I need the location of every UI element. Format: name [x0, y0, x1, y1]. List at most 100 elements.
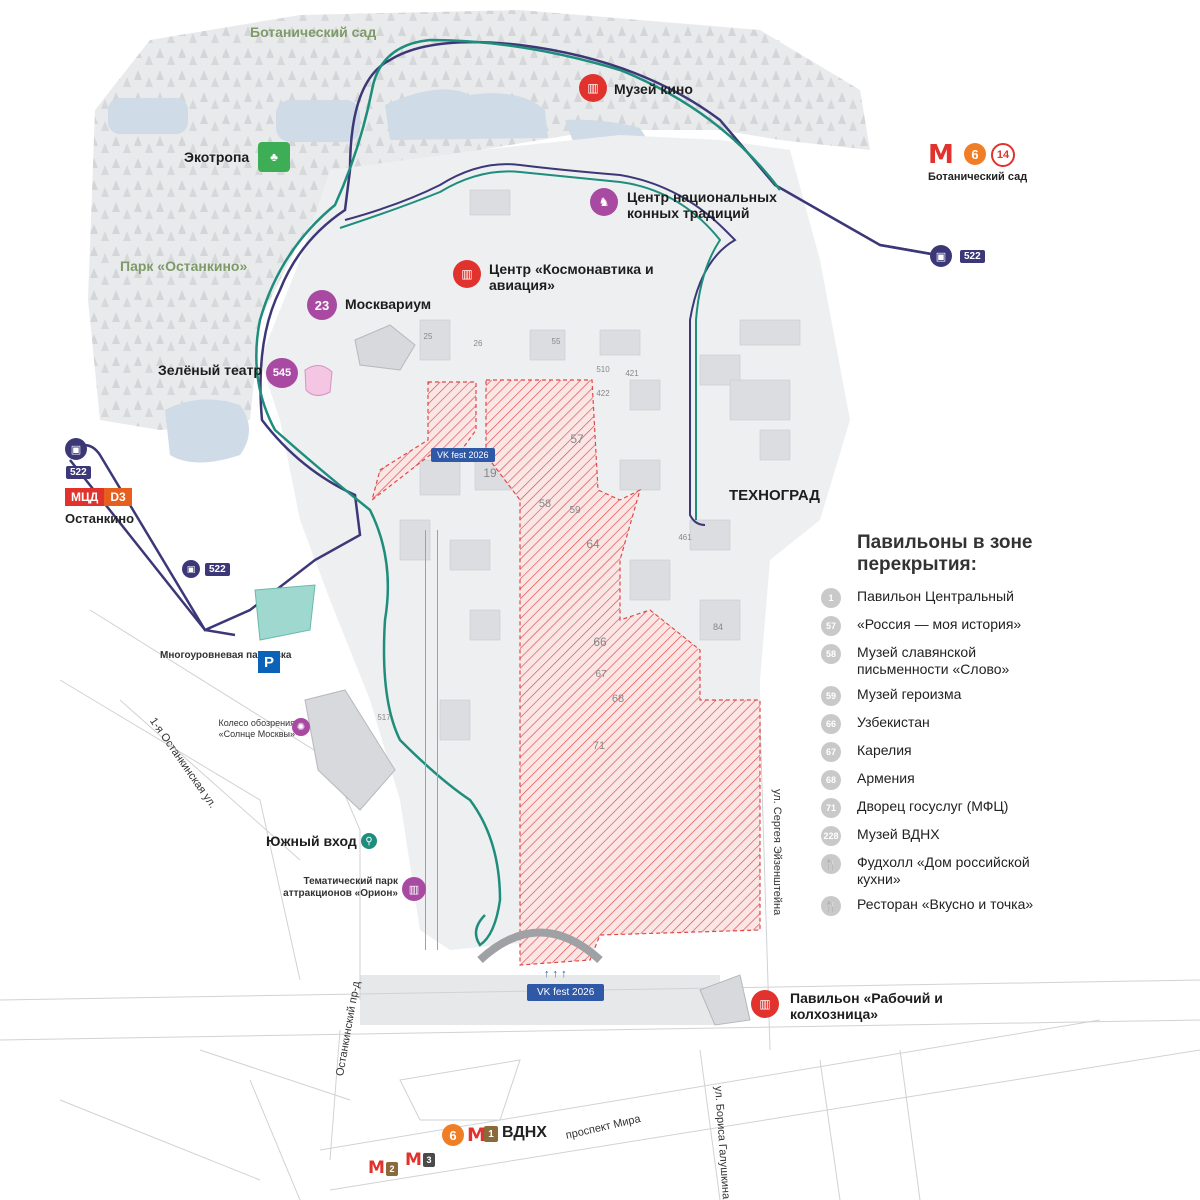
pavilion-number-badge: 67	[821, 742, 841, 762]
ferris-wheel-icon[interactable]: ✺	[292, 718, 310, 736]
pavilion-number-badge: 59	[821, 686, 841, 706]
pavilion-number-badge: 58	[821, 644, 841, 664]
svg-text:517: 517	[377, 713, 391, 722]
ecotrail-label[interactable]: Экотропа	[184, 149, 250, 165]
moskvarium-building	[354, 324, 416, 371]
theme-park-label[interactable]: Тематический парк аттракционов «Орион»	[283, 876, 398, 899]
legend-item-label: Музей героизма	[857, 686, 962, 702]
svg-text:71: 71	[593, 740, 605, 752]
metro-botanical-label[interactable]: Ботанический сад	[928, 171, 1028, 183]
film-museum-label[interactable]: Музей кино	[614, 81, 693, 97]
museum-icon[interactable]: ▥	[579, 74, 607, 102]
metro-icon: M	[368, 1158, 385, 1178]
museum-icon[interactable]: ▥	[453, 260, 481, 288]
metro-line-1-badge: 1	[484, 1126, 498, 1142]
cosmonautics-center-label[interactable]: Центр «Космонавтика и авиация»	[489, 261, 654, 293]
pavilion-number-badge: 57	[821, 616, 841, 636]
fork-icon: 🍴	[821, 854, 841, 874]
svg-text:64: 64	[586, 537, 600, 551]
park-ostankino-label: Парк «Останкино»	[120, 258, 248, 274]
closure-zone	[370, 381, 477, 502]
central-arch	[477, 928, 603, 963]
bus-stop-icon[interactable]: ▣	[930, 245, 952, 267]
pavilion-number-badge: 68	[821, 770, 841, 790]
moskvarium-badge[interactable]: 23	[307, 290, 337, 320]
moskvarium-label[interactable]: Москвариум	[345, 296, 432, 312]
mcd-label: МЦД	[65, 488, 105, 506]
pavilion-number-badge: 66	[821, 714, 841, 734]
bus-route-link	[879, 243, 938, 257]
green-theatre-shape	[304, 365, 333, 396]
electrobus-route-inner	[344, 163, 737, 526]
cable-line	[425, 530, 426, 950]
legend-item-label: Павильон Центральный	[857, 588, 1014, 604]
legend-item: 🍴Фудхолл «Дом российской кухни»	[820, 854, 1080, 888]
metro-icon: M	[928, 140, 954, 170]
stadium-building	[304, 689, 396, 811]
svg-text:26: 26	[474, 339, 483, 348]
pavilion-number-badge: 1	[821, 588, 841, 608]
legend-item: 67 Карелия	[820, 742, 1080, 762]
green-theatre-badge[interactable]: 545	[266, 358, 298, 388]
legend-item-label: Карелия	[857, 742, 912, 758]
vk-fest-tag: VK fest 2026	[527, 984, 605, 1001]
svg-text:84: 84	[713, 622, 723, 632]
south-entrance-label[interactable]: Южный вход	[266, 833, 357, 849]
legend-list: 1 Павильон Центральный 57«Россия — моя ист…	[820, 588, 1080, 916]
svg-text:25: 25	[424, 332, 433, 341]
museum-icon[interactable]: ▥	[751, 990, 779, 1018]
bus-route-number: 522	[960, 250, 985, 263]
legend-title: Павильоны в зоне перекрытия:	[857, 532, 1033, 575]
svg-text:59: 59	[569, 505, 581, 516]
horse-center-label[interactable]: Центр национальных конных традиций	[627, 189, 777, 221]
ferris-wheel-label[interactable]: Колесо обозрения «Солнце Москвы»	[218, 718, 296, 739]
lake	[385, 89, 548, 140]
horse-icon[interactable]: ♞	[590, 188, 618, 216]
legend-item: 57«Россия — моя история»	[820, 616, 1080, 636]
fork-icon: 🍴	[821, 896, 841, 916]
svg-text:422: 422	[596, 389, 610, 398]
svg-text:461: 461	[678, 533, 692, 542]
svg-text:68: 68	[612, 693, 624, 705]
svg-text:55: 55	[552, 337, 561, 346]
legend-item: 59 Музей героизма	[820, 686, 1080, 706]
parking-label[interactable]: Многоуровневая парковка	[160, 650, 292, 661]
bus-route-number: 522	[66, 466, 91, 479]
mcd-badge: МЦД D3	[65, 488, 132, 506]
lake	[108, 98, 188, 134]
metro-line-3-badge: 3	[423, 1153, 435, 1167]
worker-pavilion-building	[699, 974, 751, 1026]
closure-legend: Павильоны в зоне перекрытия: 1 Павильон Ц…	[820, 532, 1080, 924]
botanical-garden-label: Ботанический сад	[250, 24, 377, 40]
worker-pavilion-label[interactable]: Павильон «Рабочий и колхозница»	[790, 990, 943, 1022]
legend-item-label: Ресторан «Вкусно и точка»	[857, 896, 1034, 912]
svg-text:67: 67	[595, 669, 607, 680]
legend-item-label: Армения	[857, 770, 915, 786]
pavilion-number-badge: 71	[821, 798, 841, 818]
tree-icon[interactable]: ♣	[258, 142, 290, 172]
building-number-labels: 19 57 58 59 64 66 67 68 71 84 25 26 55 5…	[377, 332, 723, 752]
legend-item: 68 Армения	[820, 770, 1080, 790]
svg-text:58: 58	[539, 498, 551, 510]
amusement-park-icon[interactable]: ▥	[402, 877, 426, 901]
bus-stop-icon[interactable]: ▣	[182, 560, 200, 578]
street-label: ул. Сергея Эйзенштейна	[771, 789, 783, 916]
metro-line-6-badge: 6	[964, 143, 986, 165]
green-theatre-label[interactable]: Зелёный театр	[158, 362, 262, 378]
legend-item-label: Дворец госуслуг (МФЦ)	[857, 798, 1009, 814]
pavilion-number-badge: 228	[821, 826, 841, 846]
bus-stop-icon[interactable]: ▣	[65, 438, 87, 460]
technograd-label[interactable]: ТЕХНОГРАД	[729, 487, 820, 504]
closure-zone	[485, 379, 761, 966]
legend-item-label: Узбекистан	[857, 714, 930, 730]
metro-icon: M	[405, 1150, 422, 1170]
parking-icon[interactable]: P	[258, 651, 280, 673]
metro-line-14-badge: 14	[991, 143, 1015, 167]
legend-item: 71 Дворец госуслуг (МФЦ)	[820, 798, 1080, 818]
svg-text:510: 510	[596, 365, 610, 374]
vdnh-station-label[interactable]: ВДНХ	[502, 1124, 547, 1141]
ostankino-station-label[interactable]: Останкино	[65, 511, 135, 526]
